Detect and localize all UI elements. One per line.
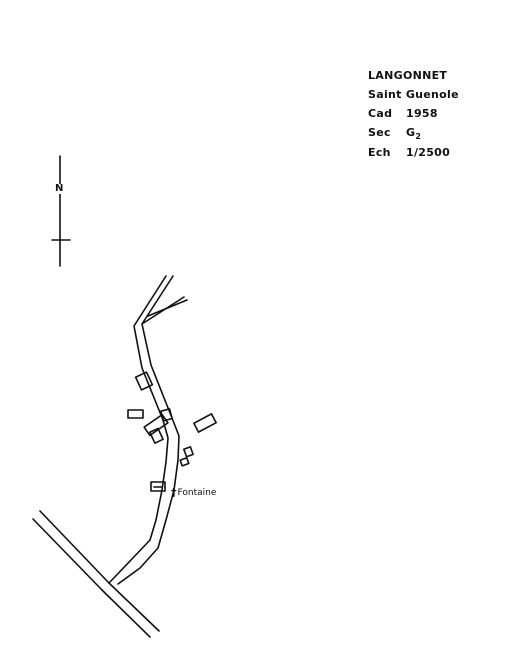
building (179, 457, 190, 467)
road-cross (32, 510, 160, 638)
ech-label: Ech (368, 146, 391, 159)
lieu-row: Saint Guenole (368, 85, 459, 104)
cad-label: Cad (368, 107, 393, 120)
sec-value: G2 (406, 123, 421, 143)
sec-row: Sec G2 (368, 123, 459, 143)
sec-number: 2 (415, 132, 422, 141)
fontaine-text: Fontaine (177, 487, 217, 498)
north-arrow-icon (51, 155, 71, 267)
fontaine-cross-icon: † (171, 486, 177, 499)
building (149, 427, 164, 444)
cad-value: 1958 (406, 107, 438, 120)
ech-value: 1/2500 (406, 146, 451, 159)
sec-letter: G (406, 126, 416, 139)
buildings (127, 371, 217, 492)
ech-row: Ech 1/2500 (368, 143, 459, 162)
road-branch (141, 296, 188, 325)
commune-name: LANGONNET (368, 69, 448, 82)
commune-row: LANGONNET (368, 66, 459, 85)
building (134, 371, 154, 391)
lieu-name: Saint Guenole (368, 88, 459, 101)
cad-row: Cad 1958 (368, 104, 459, 123)
building (160, 408, 173, 422)
north-label: N (54, 183, 65, 194)
fontaine-label: † Fontaine (171, 486, 216, 499)
building (183, 446, 194, 458)
building (127, 409, 144, 419)
building (150, 481, 166, 492)
building (143, 413, 169, 437)
building (193, 413, 217, 433)
sec-label: Sec (368, 126, 391, 139)
cartouche: LANGONNET Saint Guenole Cad 1958 Sec G2 … (368, 66, 459, 162)
road-main (108, 275, 180, 585)
